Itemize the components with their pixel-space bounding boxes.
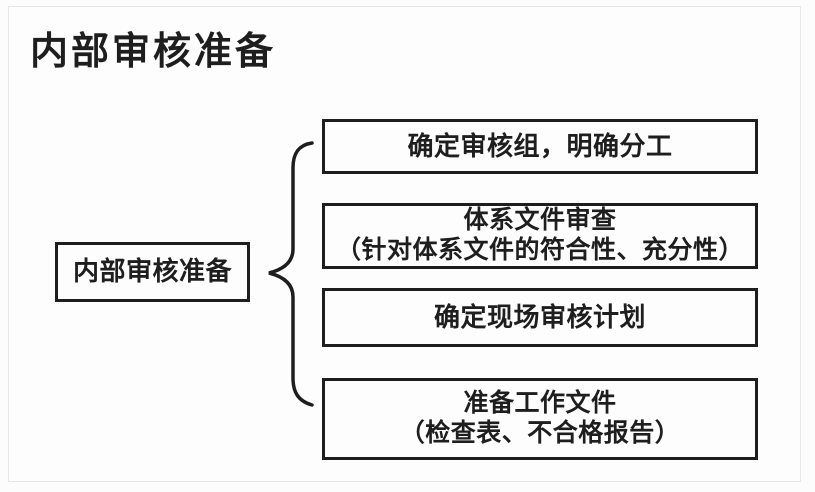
curly-brace-connector [268, 141, 314, 407]
node-system-document-review: 体系文件审查 （针对体系文件的符合性、充分性） [322, 203, 758, 269]
node-label: 体系文件审查 [463, 206, 617, 234]
root-node-label: 内部审核准备 [72, 257, 232, 287]
node-sublabel: （针对体系文件的符合性、充分性） [335, 237, 744, 264]
page-title: 内部审核准备 [30, 31, 277, 73]
node-label: 确定现场审核计划 [433, 302, 646, 332]
root-node-internal-audit-prep: 内部审核准备 [55, 242, 250, 302]
node-label: 准备工作文件 [463, 389, 617, 417]
node-determine-audit-team: 确定审核组，明确分工 [322, 119, 758, 174]
node-prepare-work-documents: 准备工作文件 （检查表、不合格报告） [322, 378, 758, 460]
node-sublabel: （检查表、不合格报告） [399, 420, 681, 447]
node-onsite-audit-plan: 确定现场审核计划 [322, 288, 758, 347]
node-label: 确定审核组，明确分工 [407, 131, 673, 161]
